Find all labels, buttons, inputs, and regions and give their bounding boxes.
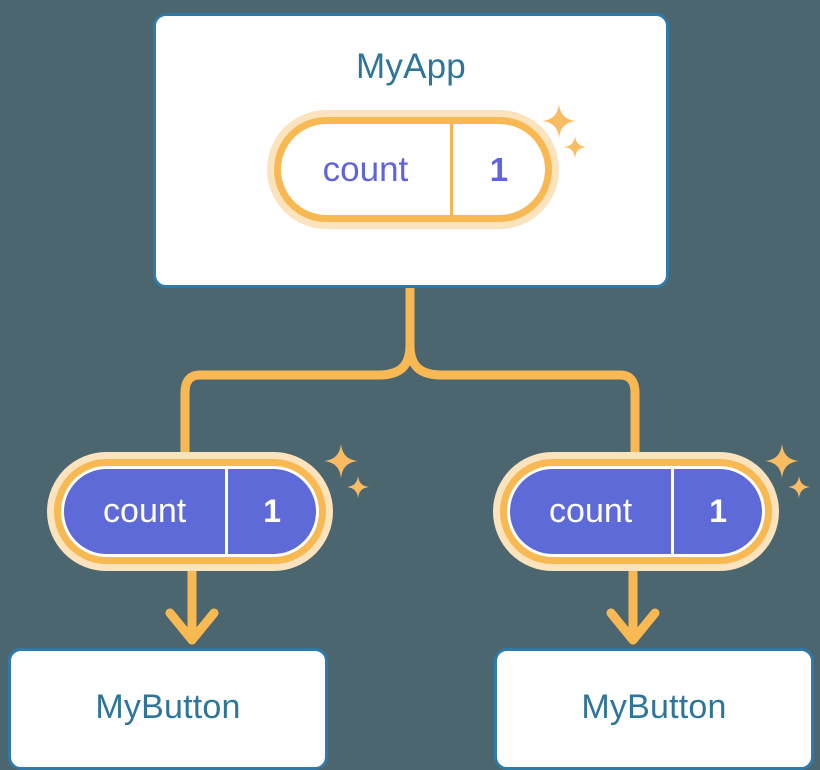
sparkle-icon: [347, 476, 369, 498]
state-value-label: 1: [449, 124, 545, 215]
state-value-label: 1: [671, 469, 762, 554]
pill-inner: count 1: [281, 124, 545, 215]
state-key-label: count: [103, 492, 187, 530]
sparkle-icon: [324, 444, 358, 478]
pill-ring: count 1: [274, 117, 552, 222]
pill-ring: count 1: [54, 459, 326, 564]
state-value-label: 1: [225, 469, 316, 554]
wire-branch-right: [615, 370, 640, 460]
pill-inner: count 1: [507, 466, 765, 557]
wire-branch-left: [180, 370, 205, 460]
wire-junction-right: [405, 340, 625, 380]
sparkle-icon: [765, 444, 799, 478]
mybutton-label: MyButton: [95, 687, 241, 726]
pill-inner: count 1: [61, 466, 319, 557]
state-pill-left[interactable]: count 1: [47, 452, 333, 571]
state-key-label: count: [549, 492, 633, 530]
state-key-label: count: [322, 149, 409, 189]
wire-junction-left: [195, 340, 415, 380]
mybutton-card-left[interactable]: MyButton: [8, 648, 328, 770]
mybutton-label: MyButton: [581, 687, 727, 726]
pill-ring: count 1: [500, 459, 772, 564]
arrow-head-right: [606, 608, 660, 645]
state-pill-myapp[interactable]: count 1: [267, 110, 559, 229]
mybutton-card-right[interactable]: MyButton: [494, 648, 814, 770]
sparkle-icon: [788, 476, 810, 498]
page-title: MyApp: [356, 47, 466, 86]
arrow-head-left: [165, 608, 219, 645]
state-pill-right[interactable]: count 1: [493, 452, 779, 571]
